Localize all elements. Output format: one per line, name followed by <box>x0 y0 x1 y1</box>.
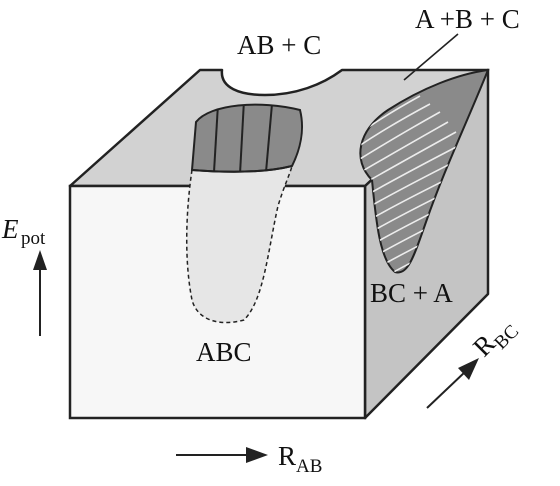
rab-arrow-head <box>246 447 268 463</box>
label-bc-a: BC + A <box>370 278 453 308</box>
label-a-b-c: A +B + C <box>415 4 520 34</box>
abc-well-projection <box>186 165 293 324</box>
epot-label: E <box>1 214 19 244</box>
rbc-arrow-head <box>458 358 479 380</box>
epot-arrow-head <box>33 250 47 270</box>
rab-axis: R AB <box>176 441 322 477</box>
epot-axis: E pot <box>1 214 47 336</box>
rab-label: R <box>278 441 296 471</box>
a-b-c-leader-line <box>403 33 459 81</box>
abc-well-opening <box>190 103 303 173</box>
label-abc: ABC <box>196 337 252 367</box>
epot-label-sub: pot <box>21 228 46 249</box>
rab-label-sub: AB <box>296 456 322 477</box>
label-ab-c: AB + C <box>237 30 321 60</box>
